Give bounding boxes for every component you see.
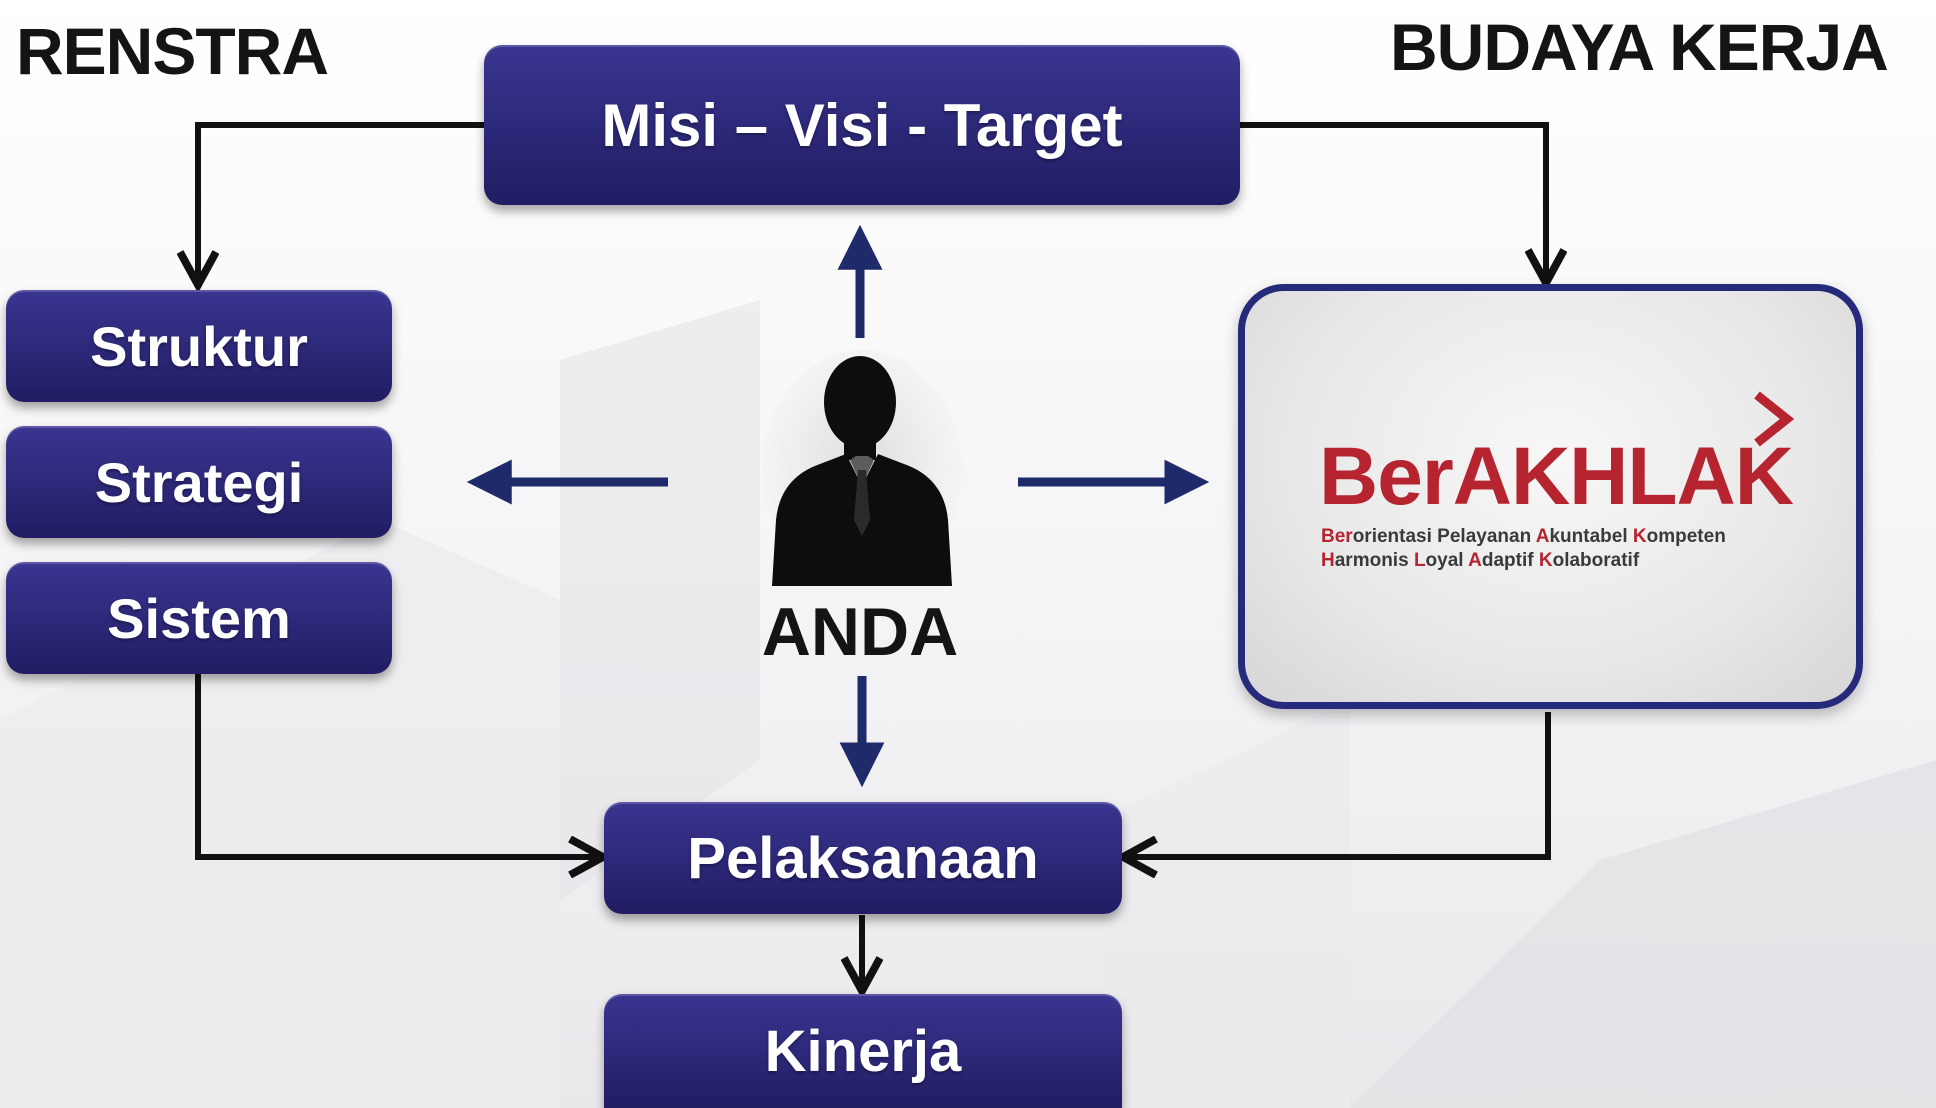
- berakhlak-tagline-2: Harmonis Loyal Adaptif Kolaboratif: [1321, 550, 1640, 571]
- box-struktur: Struktur: [6, 290, 392, 402]
- person-label: ANDA: [761, 594, 959, 670]
- box-kinerja-label: Kinerja: [764, 1018, 962, 1084]
- box-strategi-label: Strategi: [94, 450, 304, 514]
- heading-budaya-kerja: BUDAYA KERJA: [1390, 10, 1889, 84]
- connector-sistem-to-pelaksanaan: [195, 672, 600, 857]
- person-silhouette-icon: [762, 350, 962, 590]
- wordmark-akhlak: AKHLAK: [1452, 431, 1794, 522]
- connector-berakhlak-to-pelaksanaan: [1126, 712, 1551, 857]
- box-pelaksanaan: Pelaksanaan: [604, 802, 1122, 914]
- box-sistem-label: Sistem: [107, 586, 291, 650]
- box-pelaksanaan-label: Pelaksanaan: [687, 825, 1039, 891]
- connector-top-to-berakhlak: [1240, 122, 1546, 280]
- box-strategi: Strategi: [6, 426, 392, 538]
- box-struktur-label: Struktur: [90, 314, 308, 378]
- berakhlak-tagline-1: Berorientasi Pelayanan Akuntabel Kompete…: [1321, 526, 1726, 547]
- connector-top-to-struktur: [198, 122, 484, 282]
- chevron-right-icon: [1754, 391, 1795, 447]
- heading-renstra: RENSTRA: [16, 14, 329, 88]
- box-misi-visi-target: Misi – Visi - Target: [484, 45, 1240, 205]
- box-misi-visi-target-label: Misi – Visi - Target: [601, 91, 1123, 159]
- berakhlak-panel: BerAKHLAK Berorientasi Pelayanan Akuntab…: [1238, 284, 1863, 709]
- box-sistem: Sistem: [6, 562, 392, 674]
- berakhlak-wordmark: BerAKHLAK: [1319, 436, 1794, 518]
- box-kinerja: Kinerja: [604, 994, 1122, 1108]
- wordmark-ber: Ber: [1319, 431, 1454, 522]
